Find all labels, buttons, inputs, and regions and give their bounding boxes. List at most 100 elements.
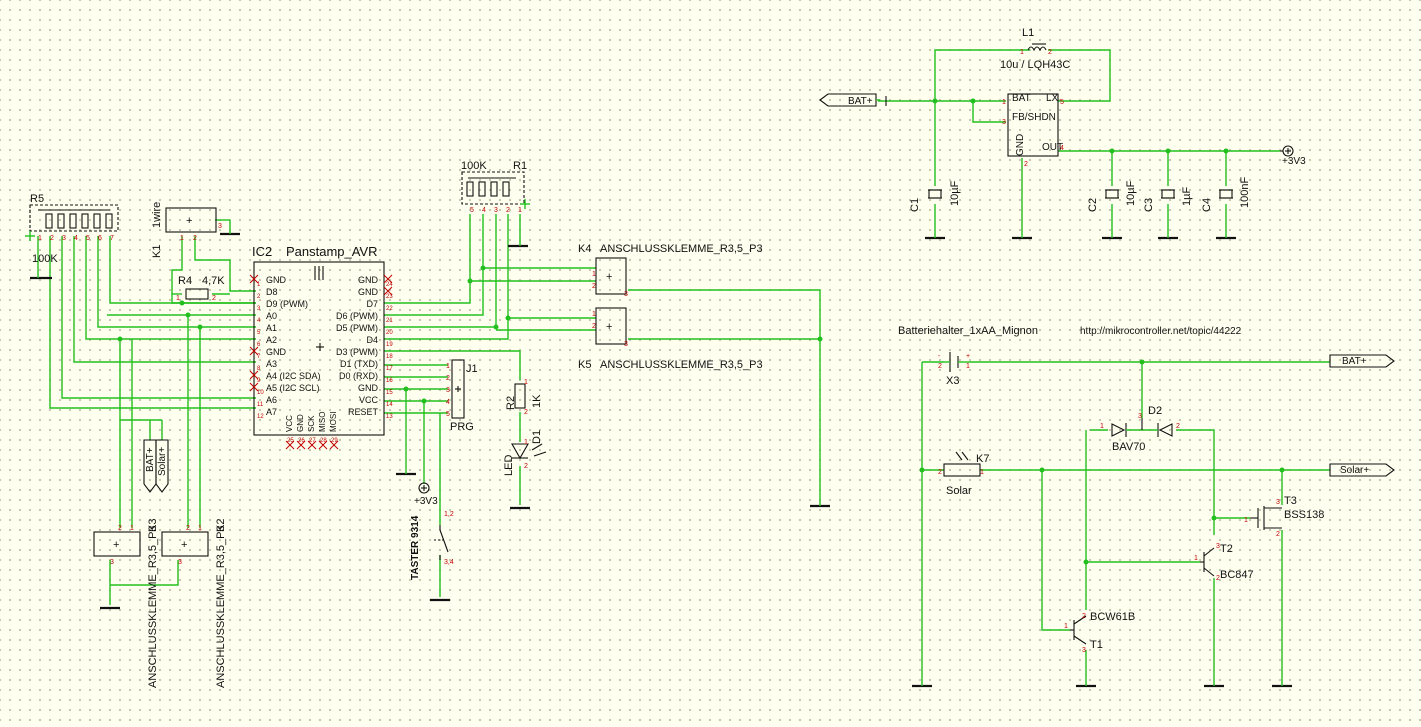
r2-value: 1K — [531, 394, 543, 408]
svg-text:3: 3 — [1082, 647, 1086, 654]
reg-pin-lx: LX — [1046, 93, 1059, 104]
svg-text:2: 2 — [1082, 613, 1086, 620]
svg-text:1: 1 — [1194, 555, 1198, 562]
reg-pin-out: OUT — [1042, 142, 1063, 153]
reg-pin-gnd: GND — [1015, 134, 1026, 156]
svg-text:1: 1 — [980, 469, 984, 476]
ic-right-pin-number: 20 — [386, 330, 393, 336]
ic-right-pin-label: GND — [358, 287, 379, 297]
svg-text:5: 5 — [1060, 99, 1064, 106]
d1-ref: D1 — [531, 430, 543, 444]
ic-right-pin-number: 19 — [386, 342, 393, 348]
ic2-ref: IC2 — [252, 244, 272, 259]
svg-text:3: 3 — [446, 387, 450, 394]
junctions — [117, 98, 1285, 565]
flag-solar-label: Solar+ — [157, 447, 168, 476]
svg-text:1: 1 — [130, 525, 134, 532]
ic-right-pin-number: 13 — [386, 414, 393, 420]
svg-text:6: 6 — [98, 235, 102, 242]
svg-text:1: 1 — [446, 363, 450, 370]
ic-left-pin-number: 12 — [257, 414, 264, 420]
svg-text:4: 4 — [446, 399, 450, 406]
ic-bottom-pin-number: 29 — [331, 438, 338, 444]
ic-right-pin-label: GND — [358, 275, 379, 285]
svg-text:+: + — [181, 539, 187, 551]
c4-ref: C4 — [1201, 198, 1213, 212]
svg-text:3: 3 — [1138, 413, 1142, 420]
x3-ref: X3 — [946, 375, 959, 387]
j1-value: PRG — [450, 421, 474, 433]
ic-right-pin-number: 22 — [386, 306, 393, 312]
k7-value: Solar — [946, 485, 972, 497]
svg-text:5: 5 — [470, 207, 474, 214]
svg-text:2: 2 — [1276, 531, 1280, 538]
ic-left-pin-number: 3 — [257, 306, 261, 312]
svg-text:1: 1 — [180, 235, 184, 242]
ic-left-pin-number: 5 — [257, 330, 261, 336]
svg-text:+: + — [186, 215, 192, 227]
svg-text:2: 2 — [118, 525, 122, 532]
svg-text:1: 1 — [524, 379, 528, 386]
ic-bottom-pin-number: 26 — [298, 438, 305, 444]
k4-ref: K4 — [578, 243, 591, 255]
k5-value: ANSCHLUSSKLEMME_R3,5_P3 — [600, 359, 763, 371]
ic-bottom-pin-label: MISO — [318, 412, 327, 432]
t1-transistor: 123 — [1064, 613, 1087, 654]
d1-value: LED — [503, 455, 515, 476]
svg-text:3: 3 — [1276, 499, 1280, 506]
k7-ref: K7 — [976, 453, 989, 465]
svg-text:1: 1 — [198, 525, 202, 532]
ic-bottom-pin-label: GND — [296, 414, 305, 432]
d2-value: BAV70 — [1112, 441, 1145, 453]
ic-left-pin-number: 1 — [257, 282, 261, 288]
v33-label-right: +3V3 — [1282, 156, 1306, 167]
svg-text:1: 1 — [176, 295, 180, 302]
k4-value: ANSCHLUSSKLEMME_R3,5_P3 — [600, 243, 763, 255]
flag-bat-label: BAT+ — [145, 447, 156, 472]
ic-right-pin-number: 17 — [386, 366, 393, 372]
wires — [37, 49, 1330, 682]
ic-bottom-pin-number: 27 — [309, 438, 316, 444]
svg-text:1: 1 — [1020, 49, 1024, 56]
svg-text:4: 4 — [1060, 145, 1064, 152]
ic-bottom-pin-label: MOSI — [329, 412, 338, 432]
d2-ref: D2 — [1148, 405, 1162, 417]
ic-right-pin-number: 16 — [386, 378, 393, 384]
svg-text:2: 2 — [212, 295, 216, 302]
svg-text:3: 3 — [494, 207, 498, 214]
svg-text:2: 2 — [1176, 423, 1180, 430]
svg-text:3: 3 — [1216, 543, 1220, 550]
svg-text:+: + — [606, 321, 612, 333]
ic2-panstamp — [253, 261, 385, 436]
svg-text:3: 3 — [62, 235, 66, 242]
reg-pin-fb: FB/SHDN — [1012, 112, 1056, 123]
svg-text:2: 2 — [524, 409, 528, 416]
t3-ref: T3 — [1284, 495, 1297, 507]
ic-left-pin-label: GND — [266, 347, 287, 357]
url-note: http://mikrocontroller.net/topic/44222 — [1080, 326, 1242, 337]
ic-left-pin-label: A2 — [266, 335, 277, 345]
ic-right-pin-number: 18 — [386, 354, 393, 360]
k2-value: ANSCHLUSSKLEMME_R3,5_P3 — [215, 525, 227, 688]
k1-ref: K1 — [151, 245, 163, 258]
ic-right-pin-number: 23 — [386, 294, 393, 300]
reg-pin-bat: BAT — [1012, 93, 1031, 104]
ic-right-pin-label: D6 (PWM) — [336, 311, 378, 321]
svg-text:-: - — [938, 353, 941, 360]
svg-text:5: 5 — [446, 411, 450, 418]
ic-left-pin-number: 7 — [257, 354, 261, 360]
t1-value: BCW61B — [1090, 611, 1135, 623]
r4-ref: R4 — [178, 275, 192, 287]
svg-text:2: 2 — [193, 235, 197, 242]
ic-left-pin-number: 10 — [257, 390, 264, 396]
svg-text:2: 2 — [938, 363, 942, 370]
k3-ref: K3 — [147, 519, 159, 532]
ic-left-pin-label: D9 (PWM) — [266, 299, 308, 309]
